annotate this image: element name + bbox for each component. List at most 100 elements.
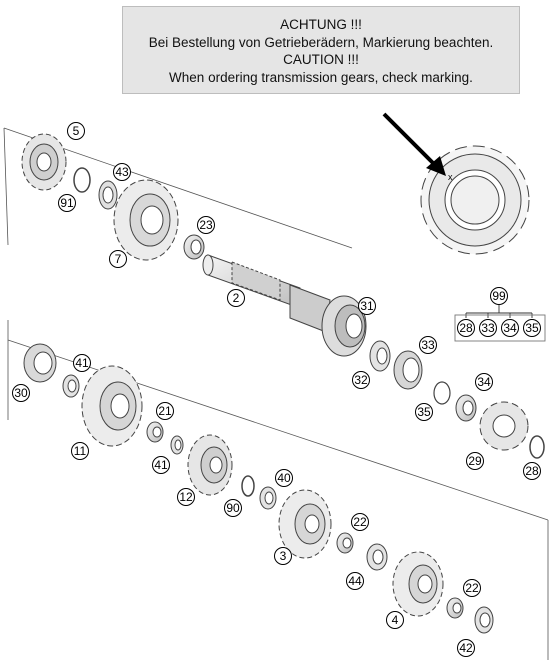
- svg-text:33: 33: [481, 321, 495, 335]
- callout-91[interactable]: 91: [58, 194, 76, 212]
- callout-90[interactable]: 90: [224, 499, 242, 517]
- callout-7[interactable]: 7: [109, 250, 127, 268]
- svg-text:35: 35: [417, 405, 431, 419]
- callout-32[interactable]: 32: [352, 371, 370, 389]
- bearing-30: [23, 343, 57, 383]
- o-ring-35: [433, 381, 451, 405]
- svg-text:43: 43: [115, 165, 129, 179]
- svg-text:21: 21: [158, 404, 172, 418]
- callout-kit-34[interactable]: 34: [501, 319, 519, 337]
- callout-41-upper[interactable]: 41: [73, 354, 91, 372]
- seal-33: [393, 350, 423, 390]
- svg-text:23: 23: [199, 218, 213, 232]
- callout-41-lower[interactable]: 41: [152, 456, 170, 474]
- svg-text:11: 11: [74, 444, 87, 458]
- svg-text:34: 34: [503, 321, 517, 335]
- notice-text-en: When ordering transmission gears, check …: [169, 69, 473, 85]
- svg-text:90: 90: [226, 501, 240, 515]
- gear-7: [113, 179, 179, 261]
- svg-text:12: 12: [179, 490, 193, 504]
- washer-42: [474, 606, 494, 634]
- callout-12[interactable]: 12: [177, 488, 195, 506]
- callout-30[interactable]: 30: [12, 384, 30, 402]
- callout-28[interactable]: 28: [523, 462, 541, 480]
- gear-5: [21, 133, 67, 191]
- circlip-28: [529, 435, 545, 459]
- callout-4[interactable]: 4: [386, 611, 404, 629]
- washer-44: [366, 543, 388, 571]
- callout-33[interactable]: 33: [419, 336, 437, 354]
- svg-text:33: 33: [421, 338, 435, 352]
- callout-kit-28[interactable]: 28: [457, 319, 475, 337]
- svg-text:4: 4: [392, 613, 399, 627]
- svg-text:2: 2: [233, 291, 240, 305]
- gear-4: [392, 551, 444, 617]
- bearing-31: [321, 295, 367, 357]
- svg-text:28: 28: [459, 321, 473, 335]
- svg-text:40: 40: [277, 471, 291, 485]
- svg-text:x: x: [448, 172, 453, 182]
- callout-23[interactable]: 23: [197, 216, 215, 234]
- svg-text:22: 22: [353, 515, 367, 529]
- svg-text:99: 99: [492, 289, 506, 303]
- bearing-21: [146, 421, 164, 443]
- callout-5[interactable]: 5: [67, 122, 85, 140]
- bearing-23: [183, 234, 205, 260]
- washer-40: [259, 486, 277, 510]
- washer-41b: [170, 435, 184, 455]
- washer-41a: [62, 374, 80, 398]
- callout-11[interactable]: 11: [71, 442, 89, 460]
- svg-text:7: 7: [115, 252, 122, 266]
- callout-29[interactable]: 29: [466, 452, 484, 470]
- circlip-91: [73, 167, 91, 193]
- callout-2[interactable]: 2: [227, 289, 245, 307]
- main-shaft-2: [202, 254, 331, 333]
- svg-text:42: 42: [459, 641, 473, 655]
- gear-marking-detail: [420, 145, 530, 255]
- svg-text:31: 31: [360, 299, 374, 313]
- callout-31[interactable]: 31: [358, 297, 376, 315]
- svg-text:3: 3: [280, 549, 287, 563]
- callout-44[interactable]: 44: [346, 572, 364, 590]
- callout-35[interactable]: 35: [415, 403, 433, 421]
- gear-11: [81, 365, 143, 447]
- notice-text-de: Bei Bestellung von Getrieberädern, Marki…: [148, 34, 494, 50]
- svg-text:91: 91: [60, 196, 74, 210]
- svg-text:29: 29: [468, 454, 482, 468]
- marking-arrow: x: [382, 112, 453, 182]
- callout-99[interactable]: 99: [490, 287, 508, 305]
- callout-kit-35[interactable]: 35: [523, 319, 541, 337]
- bushing-34: [455, 394, 477, 422]
- bearing-22b: [446, 597, 464, 619]
- callout-21[interactable]: 21: [156, 402, 174, 420]
- washer-32: [369, 340, 391, 372]
- callout-42[interactable]: 42: [457, 639, 475, 657]
- svg-text:32: 32: [354, 373, 368, 387]
- callout-40[interactable]: 40: [275, 469, 293, 487]
- svg-text:5: 5: [73, 124, 80, 138]
- svg-text:30: 30: [14, 386, 28, 400]
- bearing-22a: [336, 532, 354, 554]
- svg-text:22: 22: [465, 581, 479, 595]
- callout-3[interactable]: 3: [274, 547, 292, 565]
- kit-99-bracket: [454, 305, 546, 342]
- svg-text:41: 41: [75, 356, 89, 370]
- callout-22-lower[interactable]: 22: [463, 579, 481, 597]
- callout-kit-33[interactable]: 33: [479, 319, 497, 337]
- circlip-90: [241, 475, 255, 497]
- svg-text:34: 34: [477, 375, 491, 389]
- svg-text:28: 28: [525, 464, 539, 478]
- washer-43: [98, 180, 118, 210]
- notice-warning-en: CAUTION !!!: [283, 52, 359, 67]
- notice-box: ACHTUNG !!! Bei Bestellung von Getrieber…: [122, 6, 520, 94]
- callout-22-upper[interactable]: 22: [351, 513, 369, 531]
- svg-text:35: 35: [525, 321, 539, 335]
- svg-text:41: 41: [154, 458, 168, 472]
- callout-34[interactable]: 34: [475, 373, 493, 391]
- notice-warning-de: ACHTUNG !!!: [280, 17, 362, 32]
- callout-43[interactable]: 43: [113, 163, 131, 181]
- svg-text:44: 44: [348, 574, 362, 588]
- part-callouts: 5 91 43 7 23 2 31 32 33 35 34 29 28 99 2…: [12, 122, 541, 657]
